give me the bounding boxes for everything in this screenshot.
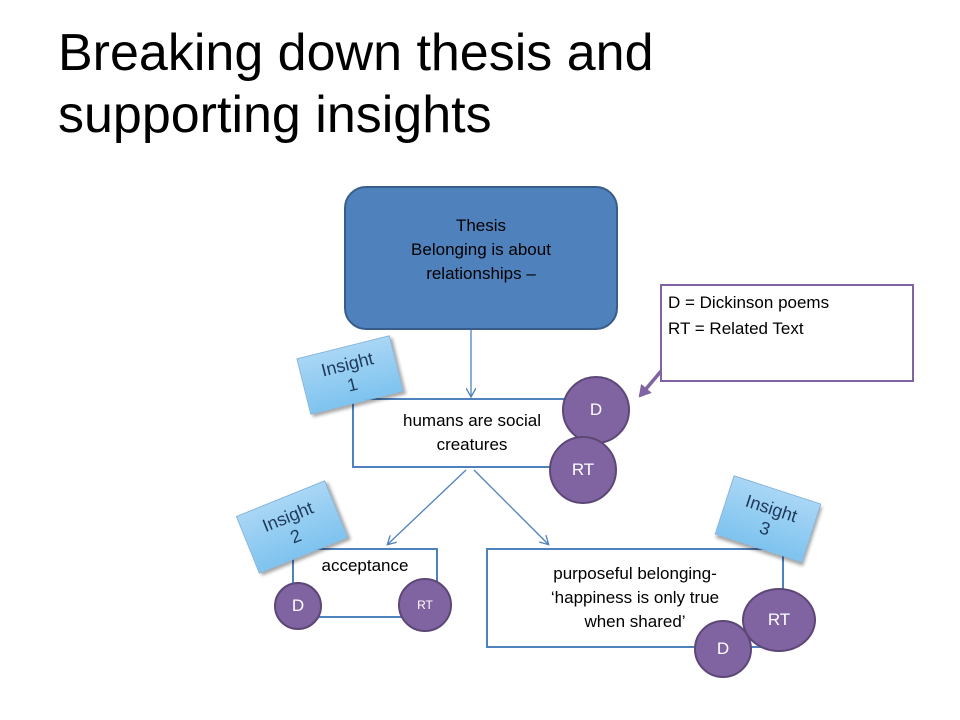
- thesis-line-1: Belonging is about: [411, 240, 551, 259]
- insight3-rt-circle: RT: [742, 588, 816, 652]
- insight2-d-circle: D: [274, 582, 322, 630]
- insight1-text-line-1: humans are social: [403, 411, 541, 430]
- thesis-line-2: relationships –: [426, 264, 536, 283]
- insight3-tag-line-2: 3: [757, 517, 773, 540]
- insight1-text-line-2: creatures: [436, 435, 508, 454]
- legend-pointer-arrow: [638, 368, 664, 398]
- legend-line-2: RT = Related Text: [668, 319, 804, 338]
- insight3-text-line-1: purposeful belonging-: [553, 564, 717, 583]
- slide-title: Breaking down thesis and supporting insi…: [58, 22, 918, 146]
- insight3-text-line-3: when shared’: [584, 612, 686, 631]
- insight3-d-circle: D: [694, 620, 752, 678]
- insight1-d-circle: D: [562, 376, 630, 444]
- insight2-rt-circle: RT: [398, 578, 452, 632]
- insight2-text-line-1: acceptance: [321, 556, 409, 575]
- insight3-text-line-2: ‘happiness is only true: [550, 588, 720, 607]
- insight1-to-insight3-arrow: [473, 469, 548, 544]
- legend-box: D = Dickinson poems RT = Related Text: [660, 284, 914, 382]
- insight1-to-insight2-arrow: [388, 469, 467, 544]
- insight1-tag-line-2: 1: [345, 373, 360, 396]
- title-line-1: Breaking down thesis and: [58, 24, 654, 82]
- thesis-heading: Thesis: [455, 216, 507, 235]
- legend-line-1: D = Dickinson poems: [668, 293, 830, 312]
- thesis-box: Thesis Belonging is about relationships …: [344, 186, 618, 330]
- insight1-rt-circle: RT: [549, 436, 617, 504]
- insight2-tag-line-2: 2: [287, 525, 305, 548]
- title-line-2: supporting insights: [58, 86, 492, 144]
